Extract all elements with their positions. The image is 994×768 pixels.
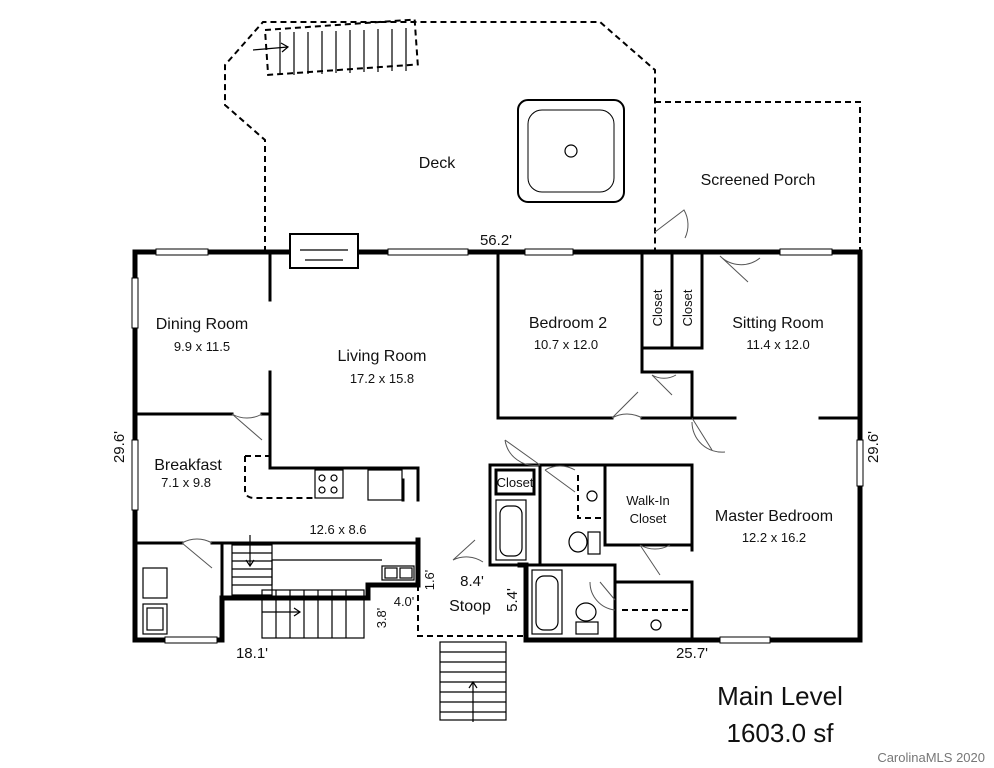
dim-right: 29.6' xyxy=(865,431,882,463)
credit-watermark: CarolinaMLS 2020 xyxy=(877,750,985,765)
deck-outline xyxy=(224,18,656,252)
label-sitting-room: Sitting Room xyxy=(732,315,824,332)
size-bedroom-2: 10.7 x 12.0 xyxy=(534,337,598,352)
windows xyxy=(131,248,864,644)
dim-bottom-right: 25.7' xyxy=(676,645,708,662)
label-bedroom-2: Bedroom 2 xyxy=(529,315,607,332)
bathroom-fixtures xyxy=(495,475,692,635)
label-breakfast: Breakfast xyxy=(154,457,222,474)
dim-stoop-width: 8.4' xyxy=(460,573,484,590)
label-closet-b: Closet xyxy=(680,289,695,326)
dim-notch-a: 1.6' xyxy=(422,570,437,591)
stoop-and-steps xyxy=(417,585,526,722)
dim-bottom-left: 18.1' xyxy=(236,645,268,662)
dim-left: 29.6' xyxy=(111,431,128,463)
kitchen-counters xyxy=(244,455,415,585)
size-living-room: 17.2 x 15.8 xyxy=(350,371,414,386)
label-walk-in-line1: Walk-In xyxy=(626,493,670,508)
plan-title: Main Level xyxy=(717,681,843,711)
label-stoop: Stoop xyxy=(449,598,491,615)
door-swings xyxy=(181,255,761,611)
size-sitting-room: 11.4 x 12.0 xyxy=(746,337,809,352)
dim-stoop-depth: 5.4' xyxy=(504,588,521,612)
dim-notch-b: 4.0' xyxy=(394,594,415,609)
label-walk-in-line2: Closet xyxy=(630,511,667,526)
hot-tub xyxy=(517,99,625,203)
dim-top: 56.2' xyxy=(480,232,512,249)
label-closet-a: Closet xyxy=(650,289,665,326)
label-master-bedroom: Master Bedroom xyxy=(715,508,833,525)
size-master-bedroom: 12.2 x 16.2 xyxy=(742,530,806,545)
label-screened-porch: Screened Porch xyxy=(701,172,816,189)
dim-notch-c: 3.8' xyxy=(374,608,389,629)
label-closet-c: Closet xyxy=(497,475,534,490)
laundry-appliances xyxy=(142,567,168,635)
size-kitchen: 12.6 x 8.6 xyxy=(309,522,366,537)
fireplace xyxy=(289,233,359,269)
label-living-room: Living Room xyxy=(338,348,427,365)
interior-walls xyxy=(133,250,862,642)
plan-area: 1603.0 sf xyxy=(727,718,835,748)
label-dining-room: Dining Room xyxy=(156,316,248,333)
label-deck: Deck xyxy=(419,155,456,172)
size-breakfast: 7.1 x 9.8 xyxy=(161,475,211,490)
size-dining-room: 9.9 x 11.5 xyxy=(174,339,230,354)
closet-boxes xyxy=(494,468,536,496)
interior-stairs xyxy=(231,535,365,639)
screened-porch-outline xyxy=(654,101,861,252)
